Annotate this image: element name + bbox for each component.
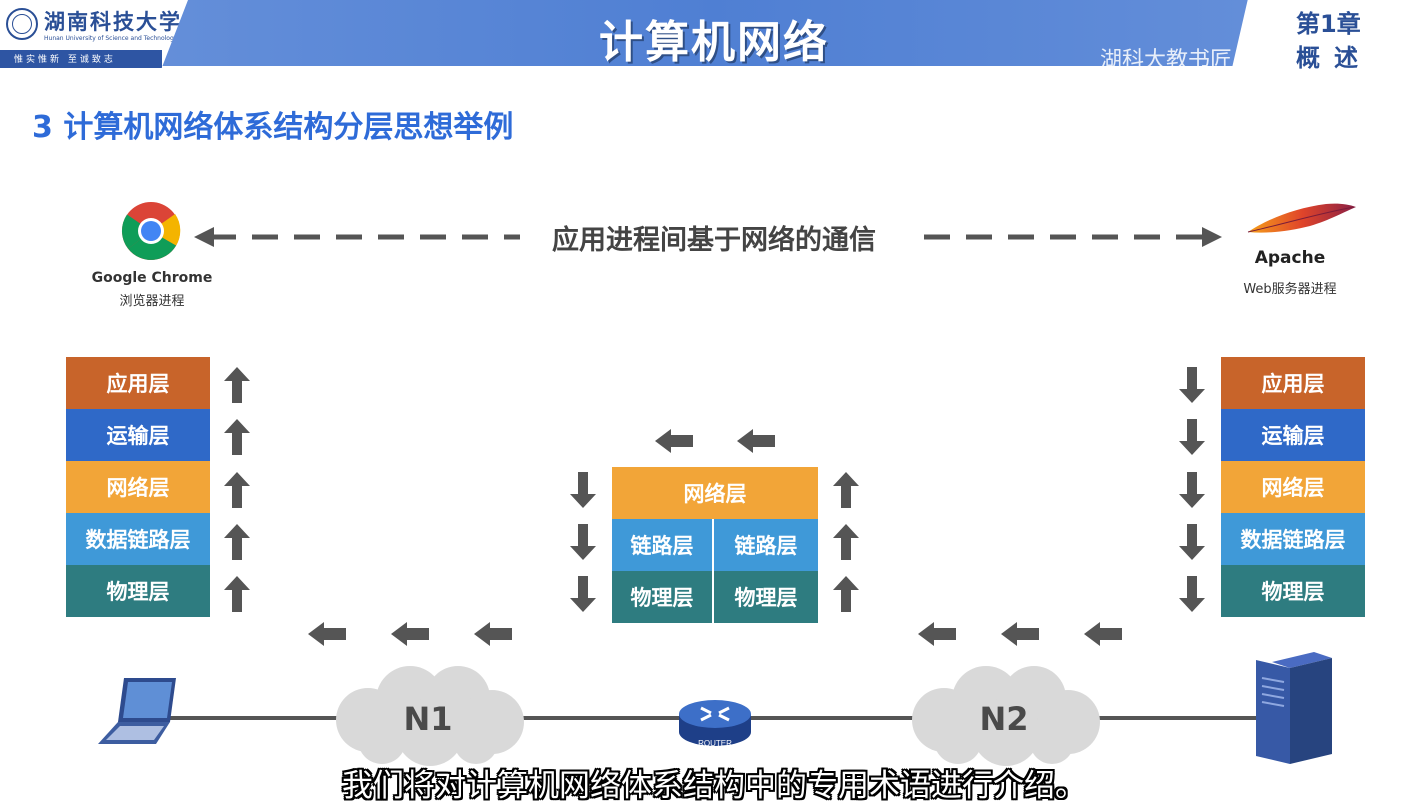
video-subtitle: 我们将对计算机网络体系结构中的专用术语进行介绍。 <box>342 768 1086 804</box>
header-bar <box>0 0 1428 66</box>
server-transport-layer: 运输层 <box>1221 409 1365 461</box>
chrome-icon <box>121 202 181 260</box>
router-left-link-layer: 链路层 <box>612 519 714 571</box>
network-cloud-n2-icon <box>912 666 1100 766</box>
server-datalink-layer: 数据链路层 <box>1221 513 1365 565</box>
router-right-link-layer: 链路层 <box>714 519 818 571</box>
client-application-layer: 应用层 <box>66 357 210 409</box>
university-seal-icon <box>6 8 38 40</box>
university-seal-inner-icon <box>12 14 32 34</box>
slide-header: 湖南科技大学 Hunan University of Science and T… <box>0 0 1428 73</box>
server-application-layer: 应用层 <box>1221 357 1365 409</box>
server-icon <box>1256 652 1332 764</box>
network-cloud-n1-icon <box>336 666 524 766</box>
client-network-layer: 网络层 <box>66 461 210 513</box>
server-physical-layer: 物理层 <box>1221 565 1365 617</box>
university-name-en: Hunan University of Science and Technolo… <box>44 35 178 42</box>
router-right-physical-layer: 物理层 <box>714 571 818 623</box>
communication-label: 应用进程间基于网络的通信 <box>520 218 908 257</box>
client-protocol-stack: 应用层 运输层 网络层 数据链路层 物理层 <box>66 357 210 617</box>
apache-feather-icon <box>1247 203 1356 233</box>
server-name: Apache <box>1254 248 1326 268</box>
client-transport-layer: 运输层 <box>66 409 210 461</box>
watermark: 湖科大教书匠 <box>1100 48 1233 73</box>
client-role: 浏览器进程 <box>119 294 185 309</box>
university-logo-area: 湖南科技大学 Hunan University of Science and T… <box>0 0 188 68</box>
server-role: Web服务器进程 <box>1243 282 1337 297</box>
section-title: 3 计算机网络体系结构分层思想举例 <box>32 110 514 145</box>
client-physical-layer: 物理层 <box>66 565 210 617</box>
laptop-icon <box>98 678 176 744</box>
router-network-layer: 网络层 <box>612 467 818 519</box>
server-network-layer: 网络层 <box>1221 461 1365 513</box>
router-icon: ROUTER <box>679 700 751 748</box>
server-protocol-stack: 应用层 运输层 网络层 数据链路层 物理层 <box>1221 357 1365 617</box>
network-n2-label: N2 <box>979 700 1029 738</box>
network-n1-label: N1 <box>403 700 453 738</box>
university-motto-bar: 惟实惟新 至诚致志 <box>0 50 162 68</box>
router-protocol-stack: 网络层 链路层 链路层 物理层 物理层 <box>612 467 818 623</box>
chapter-name: 概述 <box>1296 44 1372 72</box>
client-name: Google Chrome <box>91 270 213 286</box>
communication-arrow <box>194 227 1222 247</box>
chapter-box <box>1232 0 1428 68</box>
university-name: 湖南科技大学 <box>44 9 182 34</box>
course-title: 计算机网络 <box>599 17 829 68</box>
university-motto: 惟实惟新 至诚致志 <box>14 55 116 65</box>
router-label: ROUTER <box>698 739 732 748</box>
chapter-number: 第1章 <box>1296 10 1361 38</box>
router-left-physical-layer: 物理层 <box>612 571 714 623</box>
client-datalink-layer: 数据链路层 <box>66 513 210 565</box>
